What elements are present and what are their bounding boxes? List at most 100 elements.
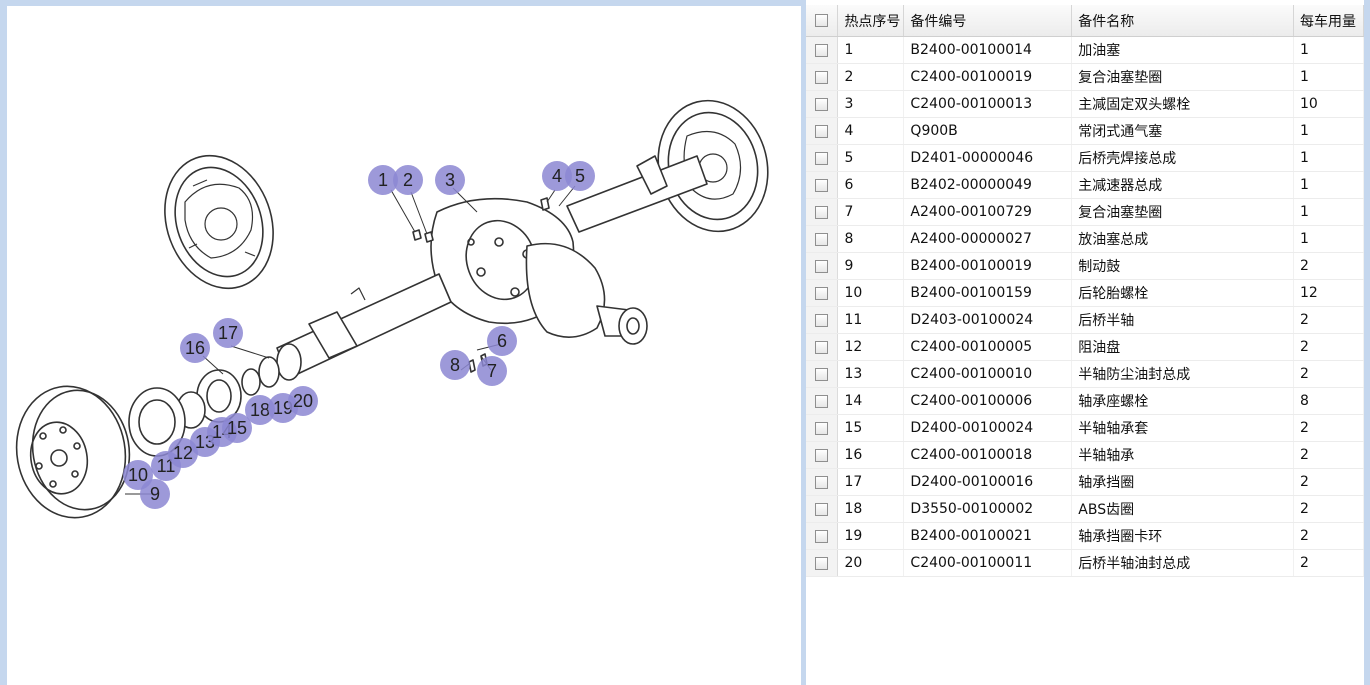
cell-part-name: 半轴轴承 xyxy=(1071,441,1294,469)
cell-hotspot: 7 xyxy=(837,198,905,226)
hotspot-circle[interactable] xyxy=(123,460,153,490)
frame-right-edge xyxy=(1364,0,1370,685)
hotspot-circle[interactable] xyxy=(245,395,275,425)
hotspot-marker[interactable]: 10 xyxy=(123,460,153,490)
row-checkbox[interactable] xyxy=(815,232,829,246)
row-checkbox[interactable] xyxy=(815,529,829,543)
table-header-row: 热点序号 备件编号 备件名称 每车用量 xyxy=(806,5,1364,37)
hotspot-marker[interactable]: 4 xyxy=(542,161,572,191)
row-checkbox[interactable] xyxy=(815,43,829,57)
column-header-hotspot[interactable]: 热点序号 xyxy=(837,5,905,37)
hotspot-circle[interactable] xyxy=(288,386,318,416)
cell-hotspot: 16 xyxy=(837,441,905,469)
cell-qty: 2 xyxy=(1293,306,1364,334)
cell-part-name: 后桥壳焊接总成 xyxy=(1071,144,1294,172)
row-checkbox-cell xyxy=(806,387,839,415)
cell-part-no: C2400-00100011 xyxy=(903,549,1073,577)
hotspot-label: 16 xyxy=(185,338,205,358)
hotspot-marker[interactable]: 1 xyxy=(368,165,398,195)
row-checkbox-cell xyxy=(806,252,839,280)
row-checkbox[interactable] xyxy=(815,502,829,516)
hotspot-marker[interactable]: 2 xyxy=(393,165,423,195)
cell-qty: 2 xyxy=(1293,522,1364,550)
hotspot-marker[interactable]: 5 xyxy=(565,161,595,191)
hotspot-circle[interactable] xyxy=(180,333,210,363)
row-checkbox[interactable] xyxy=(815,475,829,489)
cell-hotspot: 1 xyxy=(837,36,905,64)
select-all-checkbox[interactable] xyxy=(815,14,829,27)
cell-part-name: 复合油塞垫圈 xyxy=(1071,198,1294,226)
cell-part-name: 复合油塞垫圈 xyxy=(1071,63,1294,91)
select-all-header[interactable] xyxy=(806,5,839,37)
hotspot-marker[interactable]: 16 xyxy=(180,333,210,363)
cell-hotspot: 10 xyxy=(837,279,905,307)
hotspot-circle[interactable] xyxy=(487,326,517,356)
column-header-qty[interactable]: 每车用量 xyxy=(1293,5,1364,37)
hotspot-circle[interactable] xyxy=(477,356,507,386)
hotspot-marker[interactable]: 6 xyxy=(487,326,517,356)
row-checkbox[interactable] xyxy=(815,421,829,435)
cell-part-no: A2400-00000027 xyxy=(903,225,1073,253)
hotspot-circle[interactable] xyxy=(368,165,398,195)
cell-qty: 1 xyxy=(1293,171,1364,199)
row-checkbox[interactable] xyxy=(815,367,829,381)
row-checkbox[interactable] xyxy=(815,340,829,354)
row-checkbox[interactable] xyxy=(815,97,829,111)
row-checkbox[interactable] xyxy=(815,151,829,165)
hotspot-marker[interactable]: 20 xyxy=(288,386,318,416)
hotspot-label: 2 xyxy=(403,170,413,190)
row-checkbox-cell xyxy=(806,306,839,334)
hotspot-circle[interactable] xyxy=(213,318,243,348)
hotspot-circle[interactable] xyxy=(222,413,252,443)
hotspot-circle[interactable] xyxy=(393,165,423,195)
hotspot-label: 1 xyxy=(378,170,388,190)
cell-qty: 2 xyxy=(1293,495,1364,523)
row-checkbox[interactable] xyxy=(815,70,829,84)
cell-qty: 2 xyxy=(1293,441,1364,469)
row-checkbox[interactable] xyxy=(815,556,829,570)
axle-drawing xyxy=(15,99,769,519)
row-checkbox[interactable] xyxy=(815,286,829,300)
hotspot-marker[interactable]: 7 xyxy=(477,356,507,386)
hotspot-marker[interactable]: 3 xyxy=(435,165,465,195)
row-checkbox[interactable] xyxy=(815,205,829,219)
column-header-part-no[interactable]: 备件编号 xyxy=(903,5,1073,37)
row-checkbox[interactable] xyxy=(815,178,829,192)
hotspot-circle[interactable] xyxy=(440,350,470,380)
hotspot-marker[interactable]: 17 xyxy=(213,318,243,348)
hotspot-marker[interactable]: 15 xyxy=(222,413,252,443)
row-checkbox[interactable] xyxy=(815,313,829,327)
hotspot-marker[interactable]: 18 xyxy=(245,395,275,425)
row-checkbox[interactable] xyxy=(815,448,829,462)
column-header-part-name[interactable]: 备件名称 xyxy=(1071,5,1294,37)
hotspot-circle[interactable] xyxy=(542,161,572,191)
hotspot-marker[interactable]: 8 xyxy=(440,350,470,380)
row-checkbox[interactable] xyxy=(815,259,829,273)
row-checkbox[interactable] xyxy=(815,394,829,408)
hotspot-circle[interactable] xyxy=(565,161,595,191)
hotspot-circle[interactable] xyxy=(435,165,465,195)
row-checkbox[interactable] xyxy=(815,124,829,138)
